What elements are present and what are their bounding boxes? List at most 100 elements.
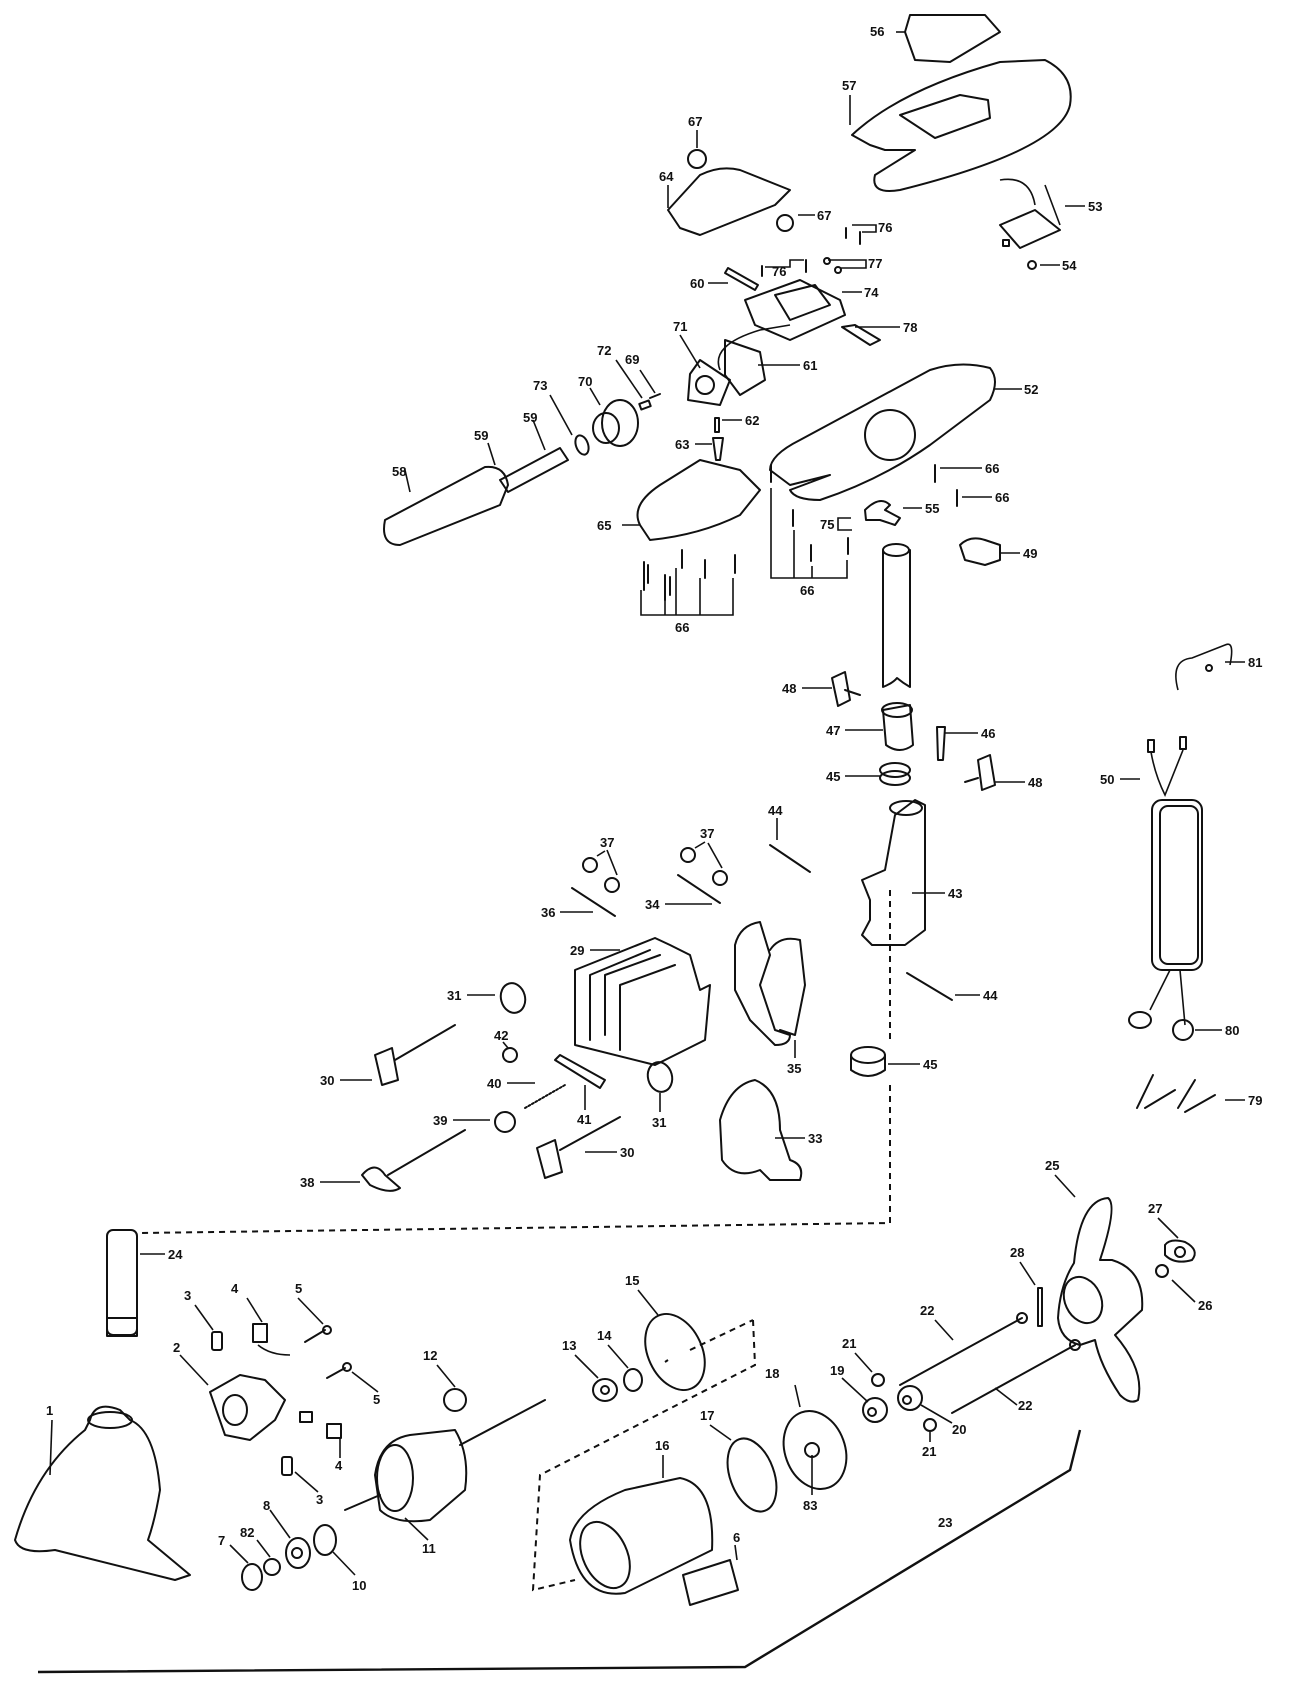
label-30: 30 (320, 1073, 334, 1088)
part-36-pin (560, 887, 616, 917)
label-72: 72 (597, 343, 611, 358)
part-17-o-ring (709, 1424, 778, 1513)
label-71: 71 (673, 319, 687, 334)
part-38-lever (320, 1129, 466, 1192)
part-19-spacer (841, 1377, 888, 1423)
label-82: 82 (240, 1525, 254, 1540)
label-48: 48 (1028, 775, 1042, 790)
label-29: 29 (570, 943, 584, 958)
label-55: 55 (925, 501, 939, 516)
label-45: 45 (923, 1057, 937, 1072)
assembly-dashed-line-upper (139, 890, 891, 1234)
part-labels: 56 57 67 64 67 76 53 77 76 60 54 74 78 7… (46, 24, 1262, 1593)
part-45-bushing-upper (845, 762, 911, 786)
part-58-tiller-handle (383, 465, 509, 546)
part-30-clamp-screw-upper (340, 1024, 456, 1086)
label-46: 46 (981, 726, 995, 741)
label-66: 66 (675, 620, 689, 635)
label-75: 75 (820, 517, 834, 532)
label-53: 53 (1088, 199, 1102, 214)
label-26: 26 (1198, 1298, 1212, 1313)
part-74-control-board (744, 279, 862, 341)
label-14: 14 (597, 1328, 612, 1343)
part-49-clamp (959, 537, 1020, 566)
part-37-clips-right (680, 841, 728, 886)
part-67-plug-top (687, 130, 707, 169)
part-20-spacer (897, 1385, 953, 1424)
label-31: 31 (652, 1115, 666, 1130)
part-39-washer (453, 1111, 516, 1133)
part-76-screws (761, 224, 877, 277)
part-25-propeller (1054, 1174, 1144, 1403)
part-33-bracket (719, 1079, 805, 1181)
part-72-spring (615, 359, 652, 411)
part-75-screws (837, 517, 852, 531)
part-48-knob-lower (964, 754, 1025, 791)
part-7-cap (229, 1544, 263, 1591)
part-3-spring-lower (281, 1456, 319, 1493)
label-81: 81 (1248, 655, 1262, 670)
label-6: 6 (733, 1530, 740, 1545)
label-4: 4 (335, 1458, 343, 1473)
part-27-prop-nut (1157, 1217, 1196, 1263)
part-62-pin (714, 417, 742, 433)
part-55-bracket (864, 500, 922, 526)
label-12: 12 (423, 1348, 437, 1363)
part-22-through-bolt-upper (899, 1312, 1028, 1386)
label-11: 11 (422, 1541, 436, 1556)
label-47: 47 (826, 723, 840, 738)
label-63: 63 (675, 437, 689, 452)
label-78: 78 (903, 320, 917, 335)
part-73-o-ring (549, 394, 590, 456)
label-17: 17 (700, 1408, 714, 1423)
part-44-pin-upper (769, 818, 811, 873)
part-11-armature (344, 1399, 546, 1541)
part-60-clip (708, 267, 759, 291)
label-7: 7 (218, 1533, 225, 1548)
part-66-screws-group-a (640, 549, 736, 616)
label-4: 4 (231, 1281, 239, 1296)
part-65-upper-housing (622, 459, 761, 541)
part-5-screw-upper (297, 1297, 332, 1343)
label-22: 22 (920, 1303, 934, 1318)
label-20: 20 (952, 1422, 966, 1437)
part-67-plug-side (776, 214, 815, 232)
label-74: 74 (864, 285, 879, 300)
label-21: 21 (842, 1336, 856, 1351)
label-3: 3 (184, 1288, 191, 1303)
label-66: 66 (985, 461, 999, 476)
part-63-bushing (695, 437, 724, 461)
part-40-spring (507, 1082, 566, 1109)
label-37: 37 (600, 835, 614, 850)
label-10: 10 (352, 1578, 366, 1593)
label-31: 31 (447, 988, 461, 1003)
label-1: 1 (46, 1403, 53, 1418)
label-28: 28 (1010, 1245, 1024, 1260)
label-59: 59 (474, 428, 488, 443)
part-16-motor-housing (569, 1455, 714, 1595)
part-4-brush-lower (299, 1411, 342, 1458)
label-16: 16 (655, 1438, 669, 1453)
part-82-ball (256, 1539, 281, 1576)
label-5: 5 (295, 1281, 302, 1296)
part-69-pin (639, 369, 661, 399)
label-50: 50 (1100, 772, 1114, 787)
label-58: 58 (392, 464, 406, 479)
label-64: 64 (659, 169, 674, 184)
part-3-spring-upper (194, 1304, 223, 1351)
label-54: 54 (1062, 258, 1077, 273)
label-77: 77 (868, 256, 882, 271)
label-35: 35 (787, 1061, 801, 1076)
part-47-collar (845, 702, 914, 751)
label-5: 5 (373, 1392, 380, 1407)
label-49: 49 (1023, 546, 1037, 561)
label-76: 76 (878, 220, 892, 235)
part-10-ring (313, 1524, 356, 1576)
part-31-bushing-lower (646, 1061, 674, 1112)
part-50-power-cable (1120, 736, 1203, 1041)
label-33: 33 (808, 1131, 822, 1146)
part-59-handle-shaft (487, 419, 569, 493)
label-18: 18 (765, 1366, 779, 1381)
label-27: 27 (1148, 1201, 1162, 1216)
part-24-tube (106, 1229, 165, 1337)
